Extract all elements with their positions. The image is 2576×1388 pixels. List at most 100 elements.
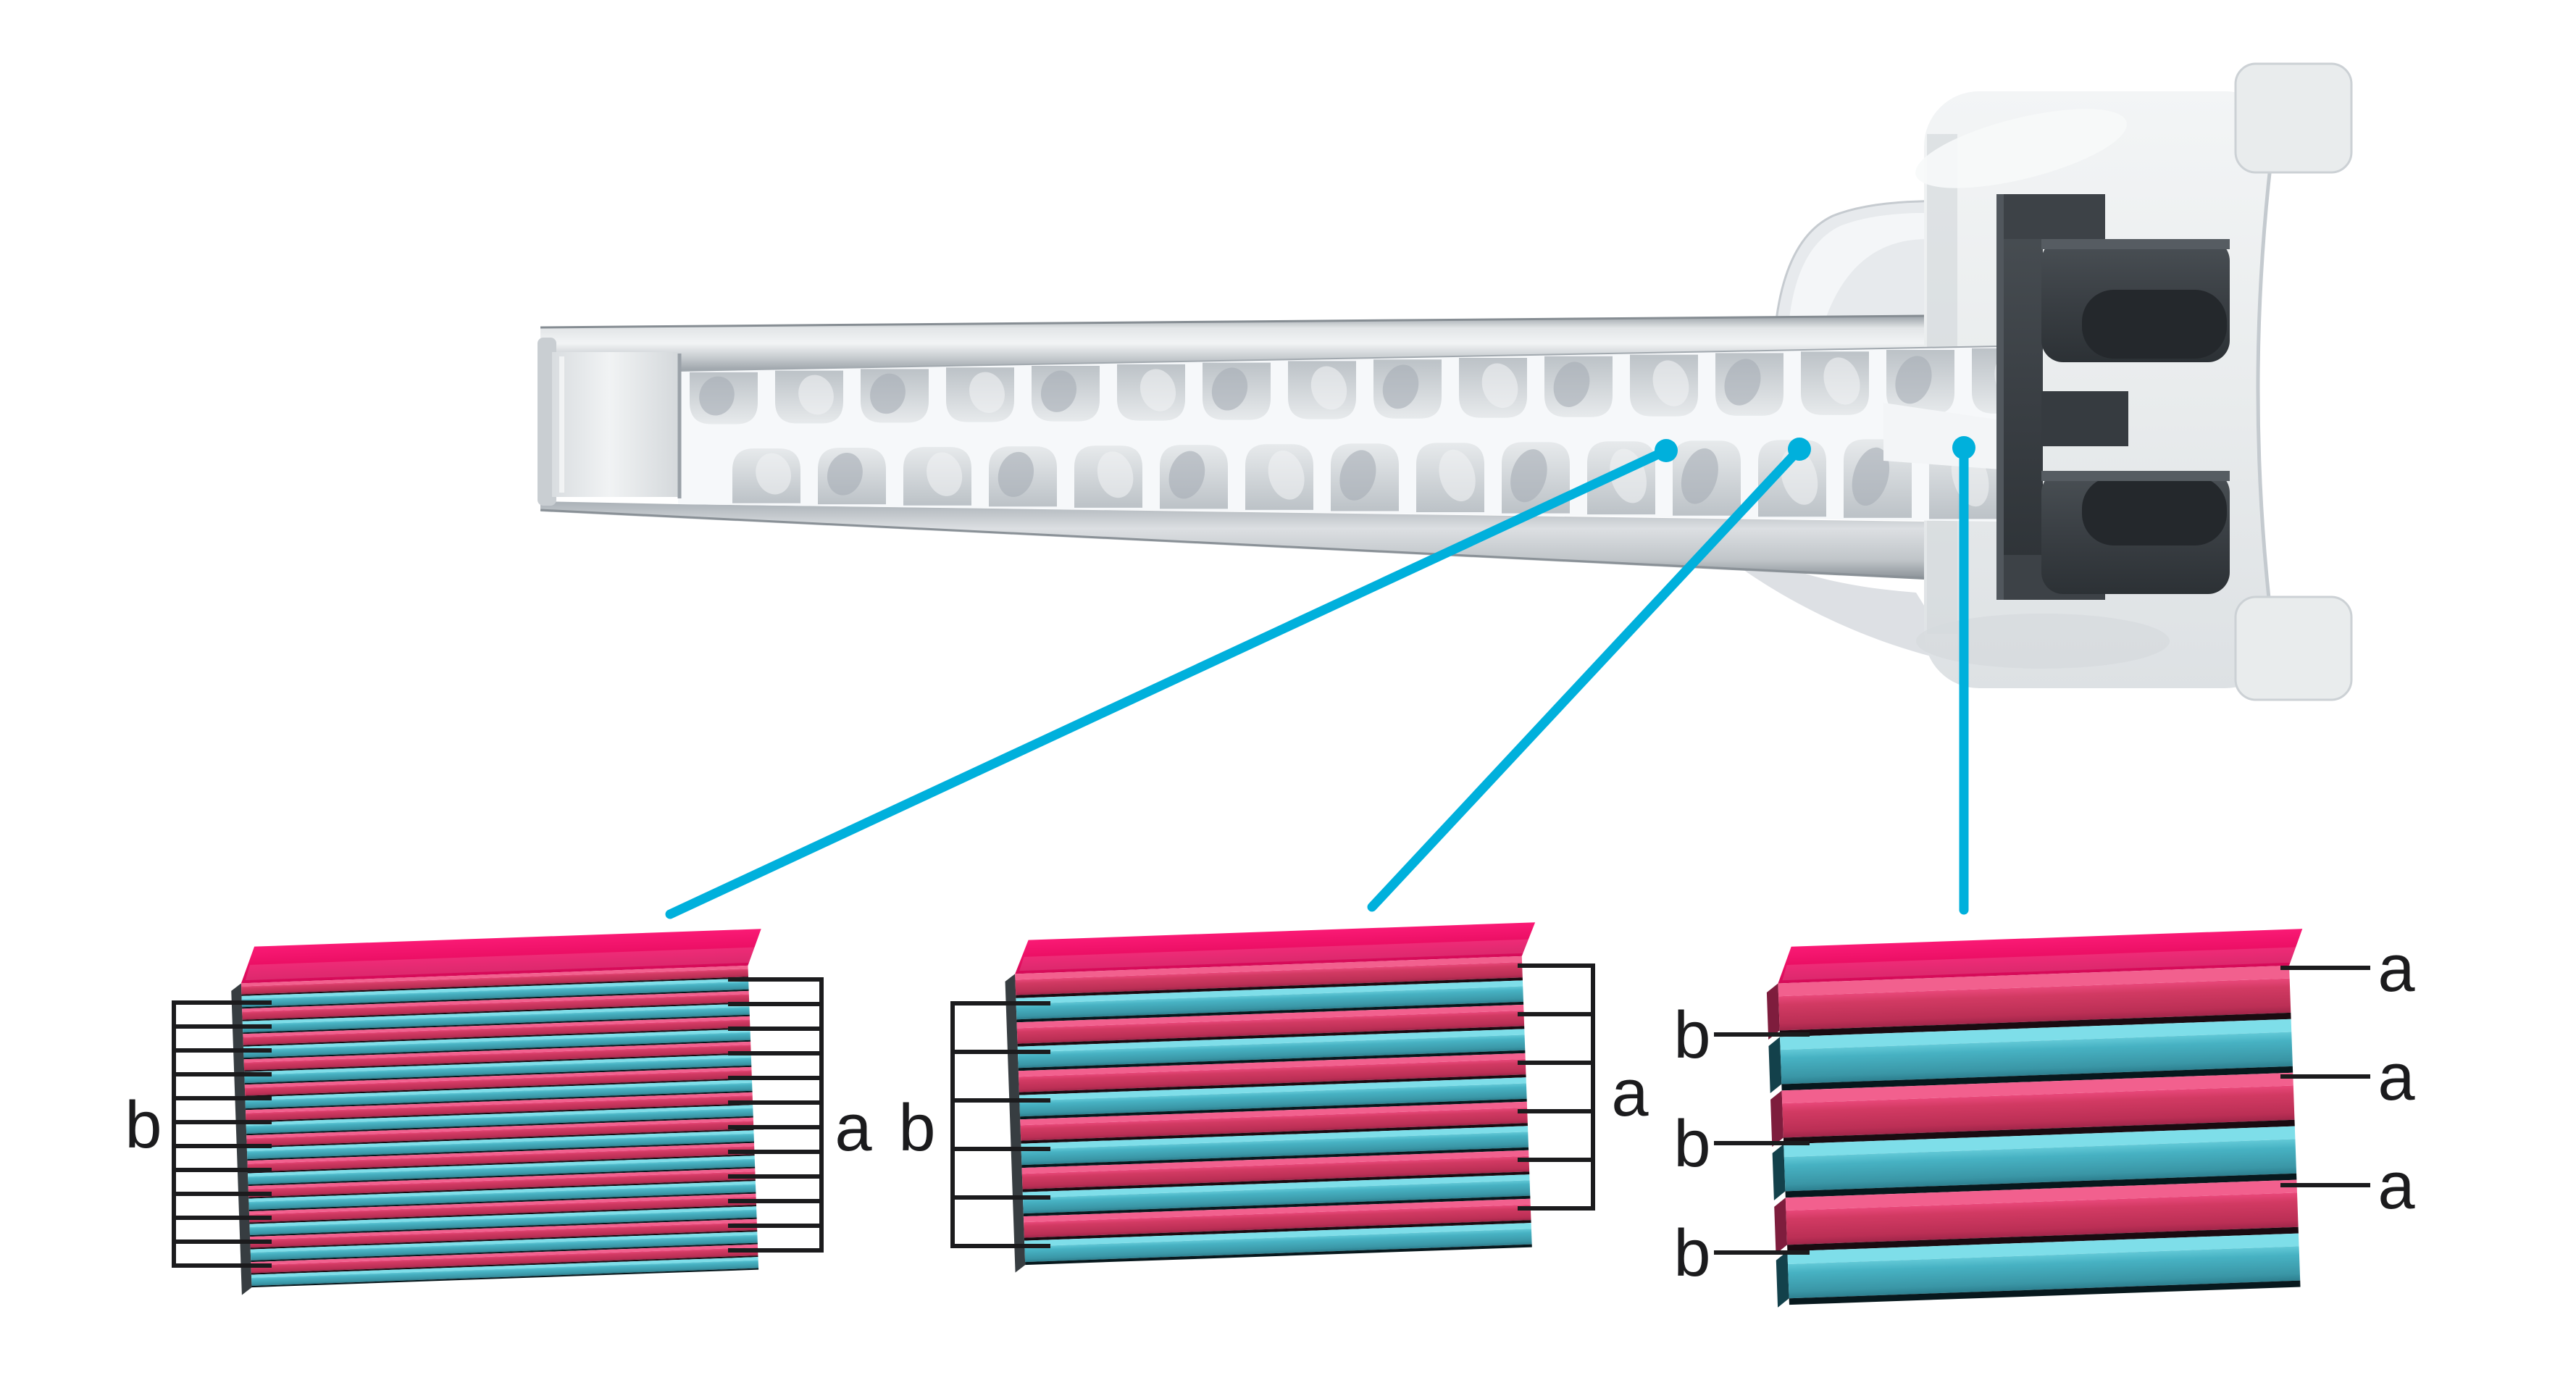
mixer-element-vane bbox=[1310, 366, 1347, 410]
mixer-element-vane bbox=[927, 452, 963, 496]
layer-b-bevel bbox=[1017, 1029, 1525, 1053]
layer-a-bevel bbox=[243, 1041, 751, 1063]
layer-a-bevel bbox=[1018, 1053, 1526, 1077]
mixer-element-vane bbox=[1681, 448, 1718, 504]
layer-a-bevel bbox=[1021, 1150, 1529, 1174]
mixer-element-vane bbox=[1439, 449, 1476, 501]
layer-gap bbox=[245, 1090, 753, 1111]
mixer-element-vane bbox=[1211, 367, 1248, 411]
layer-b-bevel bbox=[248, 1181, 756, 1202]
layer-b-bevel bbox=[1022, 1174, 1530, 1198]
layer-gap bbox=[1019, 1074, 1526, 1095]
slab-side-face bbox=[1776, 1251, 1789, 1308]
stack-6-layers bbox=[1766, 929, 2303, 1308]
layer-gap bbox=[246, 1103, 753, 1123]
layer-b-bevel bbox=[248, 1155, 755, 1176]
layer-b-bevel bbox=[246, 1105, 753, 1126]
layer-b-bevel bbox=[1787, 1233, 2299, 1264]
layer-a-bevel bbox=[248, 1193, 756, 1215]
callout-line bbox=[1367, 444, 1805, 912]
layer-a bbox=[1024, 1204, 1531, 1238]
outlet-cap-highlight bbox=[559, 356, 564, 493]
bell-tab-bottom-right bbox=[2234, 595, 2353, 701]
layer-gap bbox=[242, 1002, 750, 1021]
mixer-element-vane bbox=[870, 373, 906, 414]
layer-b-bevel bbox=[1019, 1077, 1526, 1101]
layer-b-bevel bbox=[241, 978, 749, 1000]
static-mixer-nozzle bbox=[538, 62, 2383, 701]
layer-gap bbox=[250, 1217, 757, 1237]
layer-gap bbox=[247, 1154, 755, 1174]
layer-a-bevel bbox=[243, 1016, 750, 1037]
stack-top-face bbox=[1778, 929, 2303, 984]
layer-b-bevel bbox=[242, 1003, 750, 1025]
layer-gap bbox=[1021, 1147, 1529, 1168]
layer-gap bbox=[243, 1040, 751, 1060]
mixer-element-vane bbox=[1852, 447, 1890, 506]
layer-b bbox=[246, 1133, 754, 1160]
layer-a-bevel bbox=[247, 1142, 755, 1164]
layer-gap bbox=[241, 977, 749, 996]
layer-gap bbox=[1779, 1012, 2291, 1037]
layer-gap bbox=[244, 1065, 752, 1085]
callout-dot bbox=[1655, 439, 1678, 462]
layer-b bbox=[1019, 1083, 1527, 1117]
layer-b bbox=[243, 1032, 751, 1058]
layer-gap bbox=[246, 1129, 754, 1148]
layer-a-bevel bbox=[246, 1117, 753, 1139]
layer-b-bevel bbox=[245, 1079, 753, 1100]
layer-b bbox=[251, 1260, 759, 1286]
outlet-cap bbox=[552, 352, 679, 497]
layer-gap bbox=[1789, 1280, 2301, 1305]
layer-a-bevel bbox=[1016, 1004, 1524, 1029]
layer-a-bevel bbox=[1781, 1072, 2293, 1104]
layer-a bbox=[1786, 1192, 2299, 1245]
layer-b-bevel bbox=[243, 1029, 750, 1050]
mixer-element-vane bbox=[827, 453, 863, 496]
material-a-label: a bbox=[1611, 1056, 1649, 1130]
layer-b-bevel bbox=[1021, 1126, 1529, 1150]
layer-a bbox=[247, 1145, 755, 1172]
layer-a bbox=[1020, 1107, 1528, 1141]
layer-b-bevel bbox=[1780, 1019, 2292, 1050]
channel-top-line bbox=[677, 346, 1999, 372]
layer-b bbox=[246, 1108, 753, 1134]
layer-gap bbox=[1017, 1026, 1525, 1047]
layer-gap bbox=[245, 1078, 752, 1098]
layer-gap bbox=[250, 1230, 758, 1250]
mixer-element-vane bbox=[1724, 359, 1761, 406]
layer-b bbox=[242, 1006, 750, 1033]
connector-plate-highlight bbox=[1996, 194, 2004, 600]
layer-b bbox=[249, 1209, 757, 1236]
connector-bore-bottom bbox=[2082, 477, 2227, 545]
layer-a bbox=[242, 994, 750, 1020]
mixer-element-top bbox=[1972, 348, 1998, 414]
layer-b bbox=[248, 1184, 756, 1211]
slab-side-face bbox=[1768, 1037, 1782, 1094]
layer-gap bbox=[246, 1116, 753, 1136]
layer-a-bevel bbox=[1778, 965, 2290, 997]
layer-a-bevel bbox=[244, 1066, 752, 1088]
callout-dot bbox=[1952, 436, 1975, 459]
layer-b bbox=[1787, 1246, 2301, 1299]
mixer-element-vane bbox=[1268, 450, 1305, 500]
layer-a-bevel bbox=[1015, 956, 1523, 980]
layer-a bbox=[246, 1095, 753, 1121]
layer-a bbox=[1782, 1085, 2295, 1138]
layer-b bbox=[1783, 1139, 2297, 1192]
layer-b bbox=[1021, 1132, 1529, 1166]
stack-top-face-sheen bbox=[245, 947, 757, 981]
layer-gap bbox=[1025, 1244, 1532, 1266]
mixer-element-vane bbox=[699, 376, 735, 416]
layer-gap bbox=[247, 1141, 755, 1161]
layer-a-bevel bbox=[241, 965, 748, 987]
layer-gap bbox=[243, 1014, 750, 1034]
layer-gap bbox=[248, 1192, 756, 1212]
callout-line bbox=[665, 446, 1671, 919]
stack-top-face-sheen bbox=[1782, 947, 2299, 981]
layer-a bbox=[243, 1045, 751, 1071]
material-b-label: b bbox=[1673, 1216, 1710, 1290]
layer-a bbox=[250, 1221, 758, 1248]
